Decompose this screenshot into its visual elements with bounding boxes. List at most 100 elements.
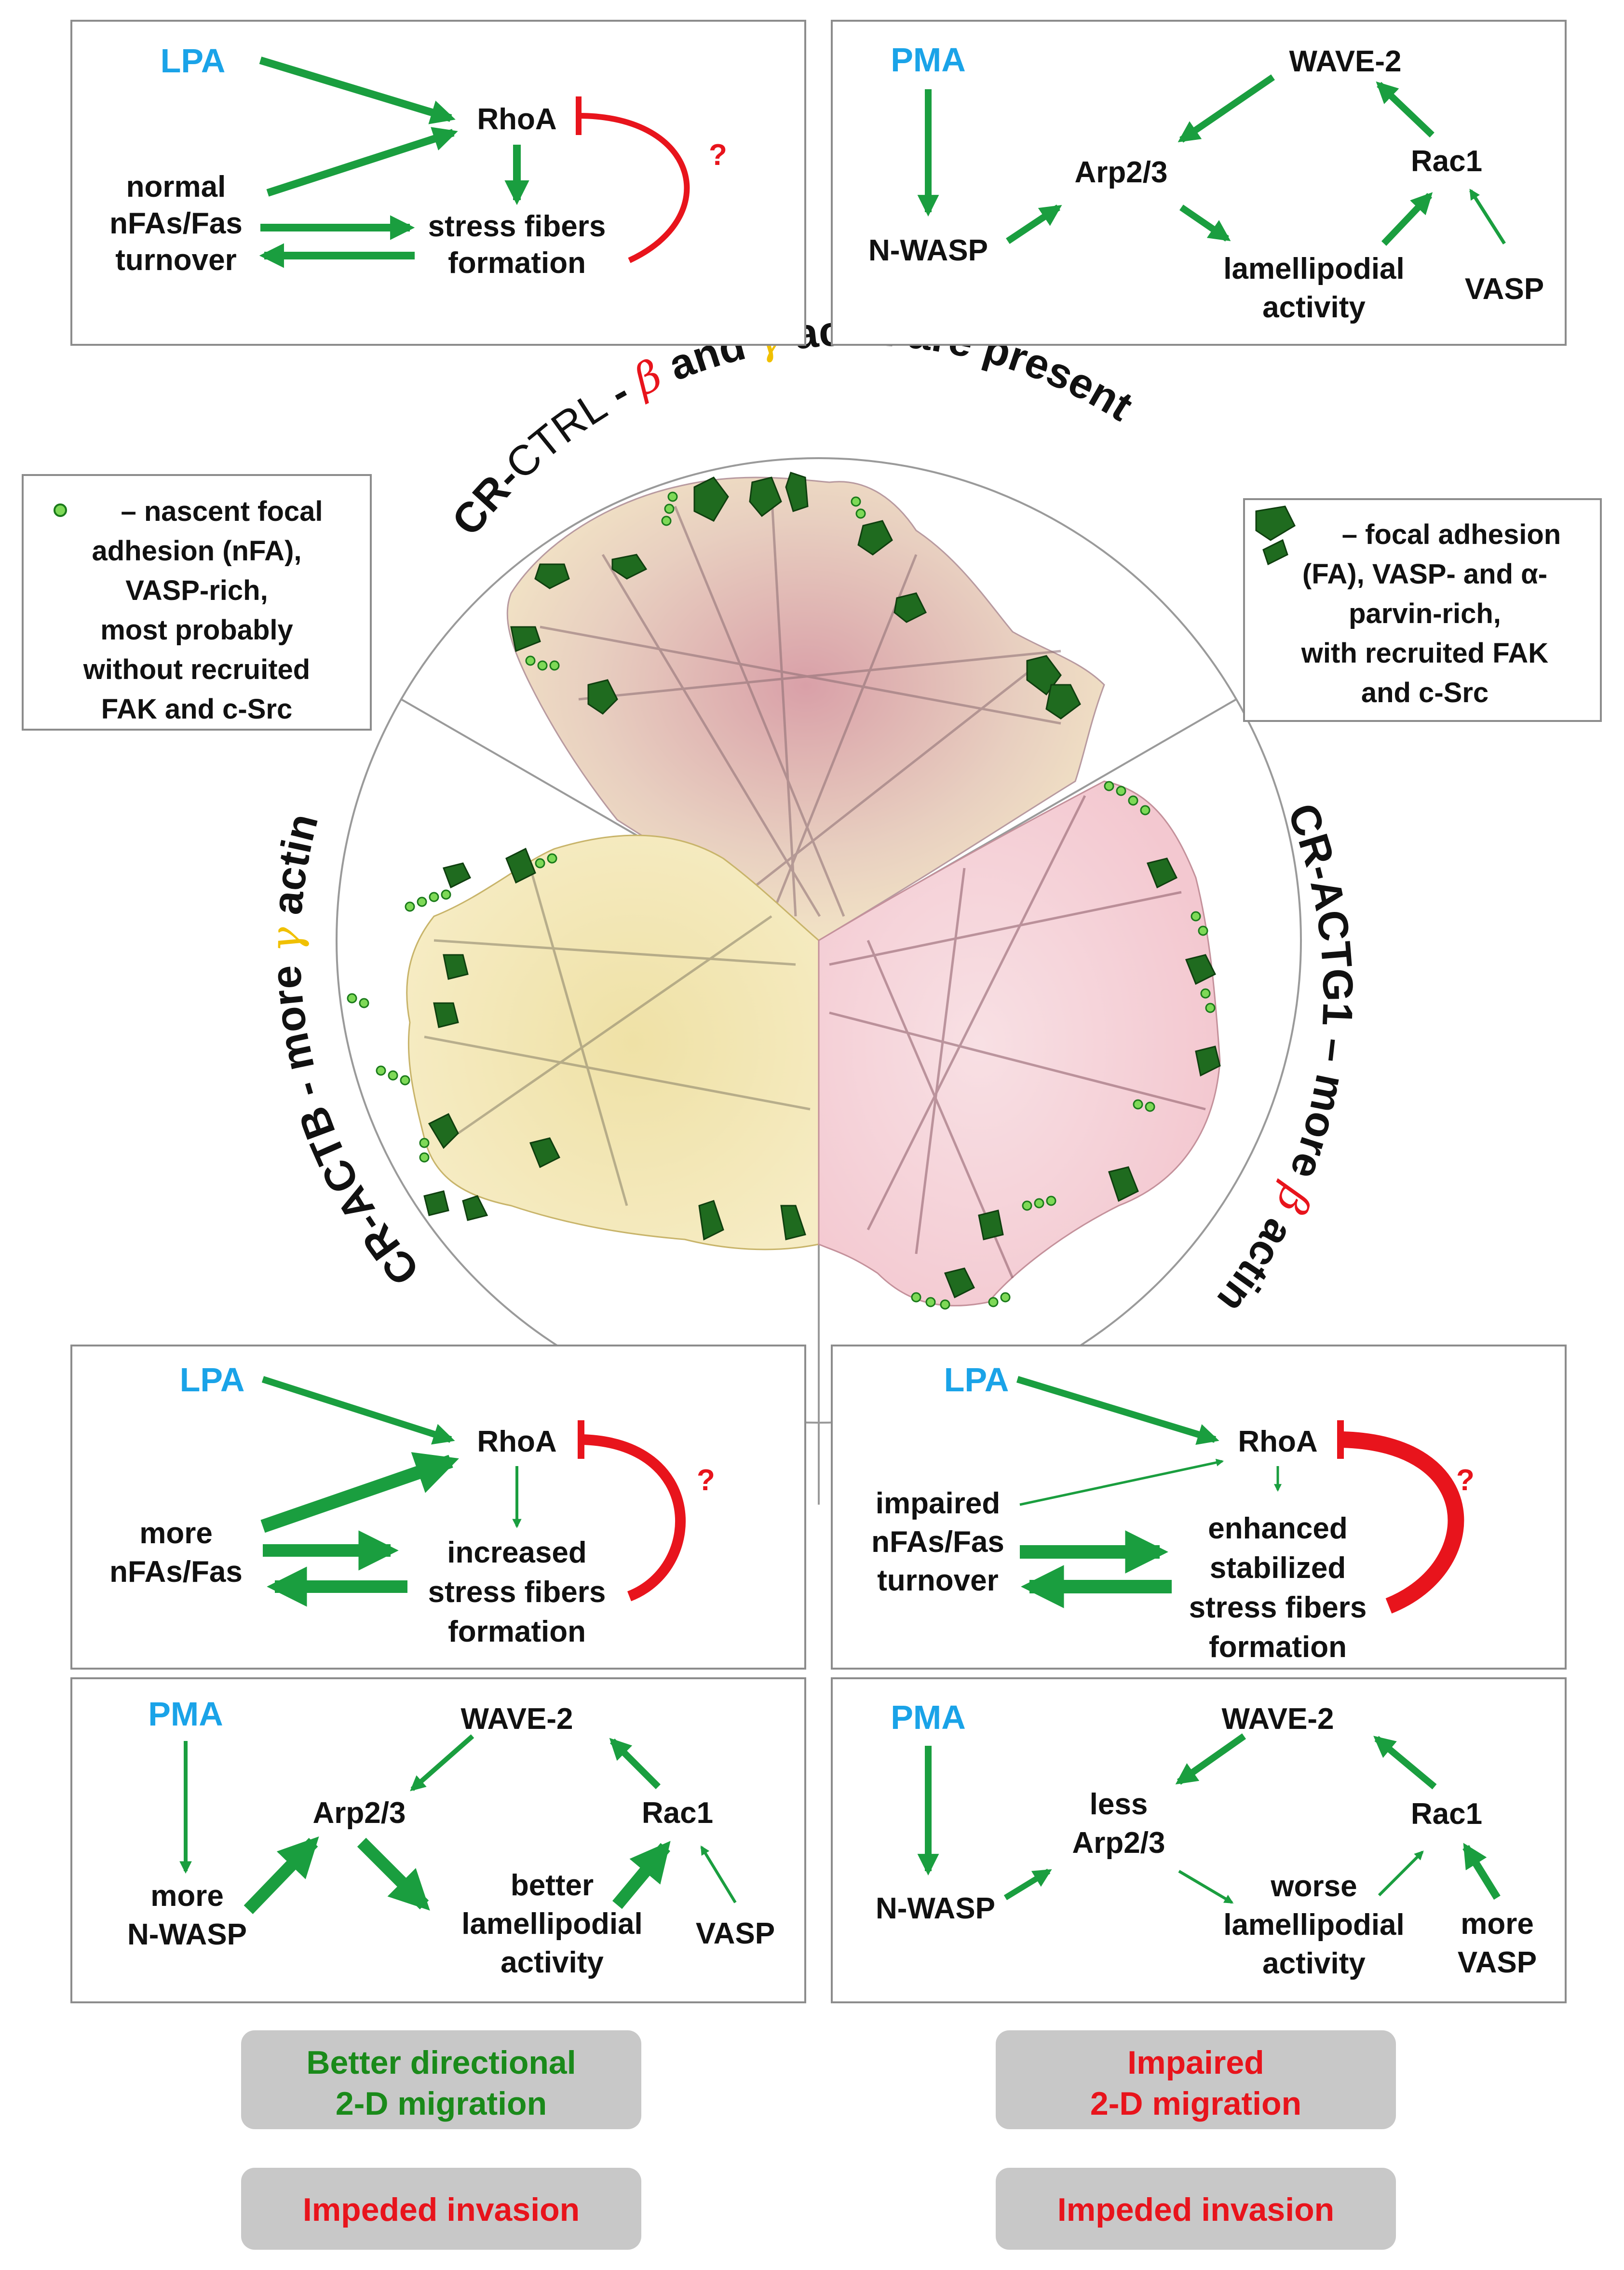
nfa-dot xyxy=(661,516,672,526)
legend-fa-line3: parvin-rich, xyxy=(1349,598,1501,629)
fa-shape xyxy=(505,847,536,884)
fa-shape xyxy=(893,592,927,623)
fa-shape xyxy=(785,472,809,512)
ctrl-name: CTRL xyxy=(496,381,615,489)
nfa-dot xyxy=(855,508,866,519)
bl-arp-label: Arp2/3 xyxy=(313,1796,406,1830)
left-migration-pill xyxy=(241,2030,641,2129)
fa-shape xyxy=(693,476,729,522)
fa-shape xyxy=(857,520,893,556)
fa-shape xyxy=(944,1267,975,1299)
right-invasion-label: Impeded invasion xyxy=(1057,2191,1334,2228)
br-rac-label: Rac1 xyxy=(1411,1797,1482,1831)
nfa-dot xyxy=(419,1152,430,1163)
br-arp-line1: less xyxy=(1090,1788,1148,1821)
fa-shape xyxy=(1195,1046,1221,1077)
ml-activation-arrows xyxy=(260,1376,522,1607)
nfa-dot xyxy=(1128,795,1138,806)
tr-arp-label: Arp2/3 xyxy=(1075,156,1168,189)
fa-shape xyxy=(1108,1166,1139,1202)
actb-cell xyxy=(406,834,820,1251)
mr-rhoa-label: RhoA xyxy=(1238,1425,1317,1458)
nfa-legend-icon xyxy=(54,503,67,517)
nfa-dot xyxy=(988,1297,999,1307)
ctrl-cell xyxy=(506,476,1105,941)
nfa-dot xyxy=(851,496,861,507)
right-migration-line2: 2-D migration xyxy=(1090,2085,1301,2122)
legend-fa-line5: and c-Src xyxy=(1361,677,1489,708)
right-invasion-pill xyxy=(996,2168,1396,2250)
fa-shape xyxy=(1146,857,1178,889)
mr-stimulus-label: LPA xyxy=(944,1361,1009,1399)
bl-vasp-arrow xyxy=(700,1845,737,1903)
tl-left-line3: turnover xyxy=(115,244,236,277)
fa-shape xyxy=(978,1210,1004,1240)
nfa-dot xyxy=(441,889,451,900)
br-lam-line2: lamellipodial xyxy=(1223,1908,1405,1942)
tr-vasp-label: VASP xyxy=(1465,272,1544,306)
ml-stimulus-label: LPA xyxy=(180,1361,245,1399)
tr-stimulus-label: PMA xyxy=(891,41,966,79)
br-stimulus-label: PMA xyxy=(891,1699,966,1736)
br-vasp-line1: more xyxy=(1461,1907,1534,1941)
tl-fibers-line1: stress fibers xyxy=(428,210,606,243)
nfa-dot xyxy=(940,1299,950,1310)
tl-left-line1: normal xyxy=(126,170,226,204)
fa-shape xyxy=(510,626,541,652)
nfa-dot xyxy=(1140,805,1150,816)
legend-nascent-adhesion: – nascent focal adhesion (nFA), VASP-ric… xyxy=(22,474,372,731)
bl-stimulus-label: PMA xyxy=(148,1695,223,1733)
fa-shape xyxy=(534,563,570,589)
nfa-dot xyxy=(1198,925,1208,936)
bl-activation-arrows xyxy=(179,1734,671,1915)
fa-shape xyxy=(698,1200,724,1241)
legend-nfa-line2: adhesion (nFA), xyxy=(92,535,302,567)
ml-fibers-line2: stress fibers xyxy=(428,1576,606,1609)
br-vasp-line2: VASP xyxy=(1458,1946,1537,1979)
bl-wave-label: WAVE-2 xyxy=(460,1702,573,1736)
actg-tail: actin xyxy=(1208,1201,1310,1322)
br-lam-line1: worse xyxy=(1270,1870,1357,1903)
bl-lam-line2: lamellipodial xyxy=(461,1907,643,1941)
nfa-dot xyxy=(376,1065,386,1076)
nfa-dot xyxy=(1000,1292,1011,1303)
legend-fa-line1: – focal adhesion xyxy=(1342,519,1561,550)
fa-shape xyxy=(611,554,648,580)
nfa-dot xyxy=(535,858,545,869)
nfa-dot xyxy=(537,660,548,671)
fa-legend-icon-small xyxy=(1262,539,1288,566)
bottom-left-pma-pathway: PMA WAVE-2 Arp2/3 Rac1 more N-WASP bette… xyxy=(70,1677,806,2003)
left-invasion-label: Impeded invasion xyxy=(303,2191,580,2228)
nfa-dot xyxy=(419,1138,430,1148)
tr-vasp-arrow xyxy=(1469,189,1506,245)
mr-activation-arrows xyxy=(1016,1376,1282,1608)
outcome-left: Better directional 2-D migration Impeded… xyxy=(241,2030,641,2250)
tr-rac-label: Rac1 xyxy=(1411,145,1482,178)
nfa-dot xyxy=(1191,911,1201,922)
focal-adhesions xyxy=(423,472,1221,1299)
nfa-dot xyxy=(1116,786,1126,796)
actb-fibers xyxy=(424,868,811,1206)
nfa-dot xyxy=(1104,781,1114,791)
mr-inhibition xyxy=(1337,1420,1464,1614)
legend-nfa-line4: most probably xyxy=(100,614,293,646)
mr-fibers-line3: stress fibers xyxy=(1189,1591,1367,1624)
bl-lam-line1: better xyxy=(511,1869,594,1902)
outcome-right: Impaired 2-D migration Impeded invasion xyxy=(996,2030,1396,2250)
nfa-dot xyxy=(1046,1196,1056,1206)
legend-nfa-line1: – nascent focal xyxy=(121,496,323,527)
ctrl-fibers xyxy=(540,491,1061,917)
fa-shape xyxy=(428,1113,459,1149)
fa-shape xyxy=(529,1137,561,1169)
bl-lam-line3: activity xyxy=(501,1946,604,1979)
nfa-dot xyxy=(925,1297,936,1307)
bl-nwasp-line2: N-WASP xyxy=(127,1918,247,1951)
br-nwasp-label: N-WASP xyxy=(876,1892,995,1925)
tl-question-mark: ? xyxy=(709,138,727,172)
fa-legend-icon xyxy=(1255,505,1296,541)
nfa-dot xyxy=(1145,1101,1155,1112)
nfa-dot xyxy=(388,1070,398,1081)
actb-arc-label: CR-ACTB - more γ actin xyxy=(260,809,428,1294)
mr-left-line1: impaired xyxy=(876,1487,1000,1520)
